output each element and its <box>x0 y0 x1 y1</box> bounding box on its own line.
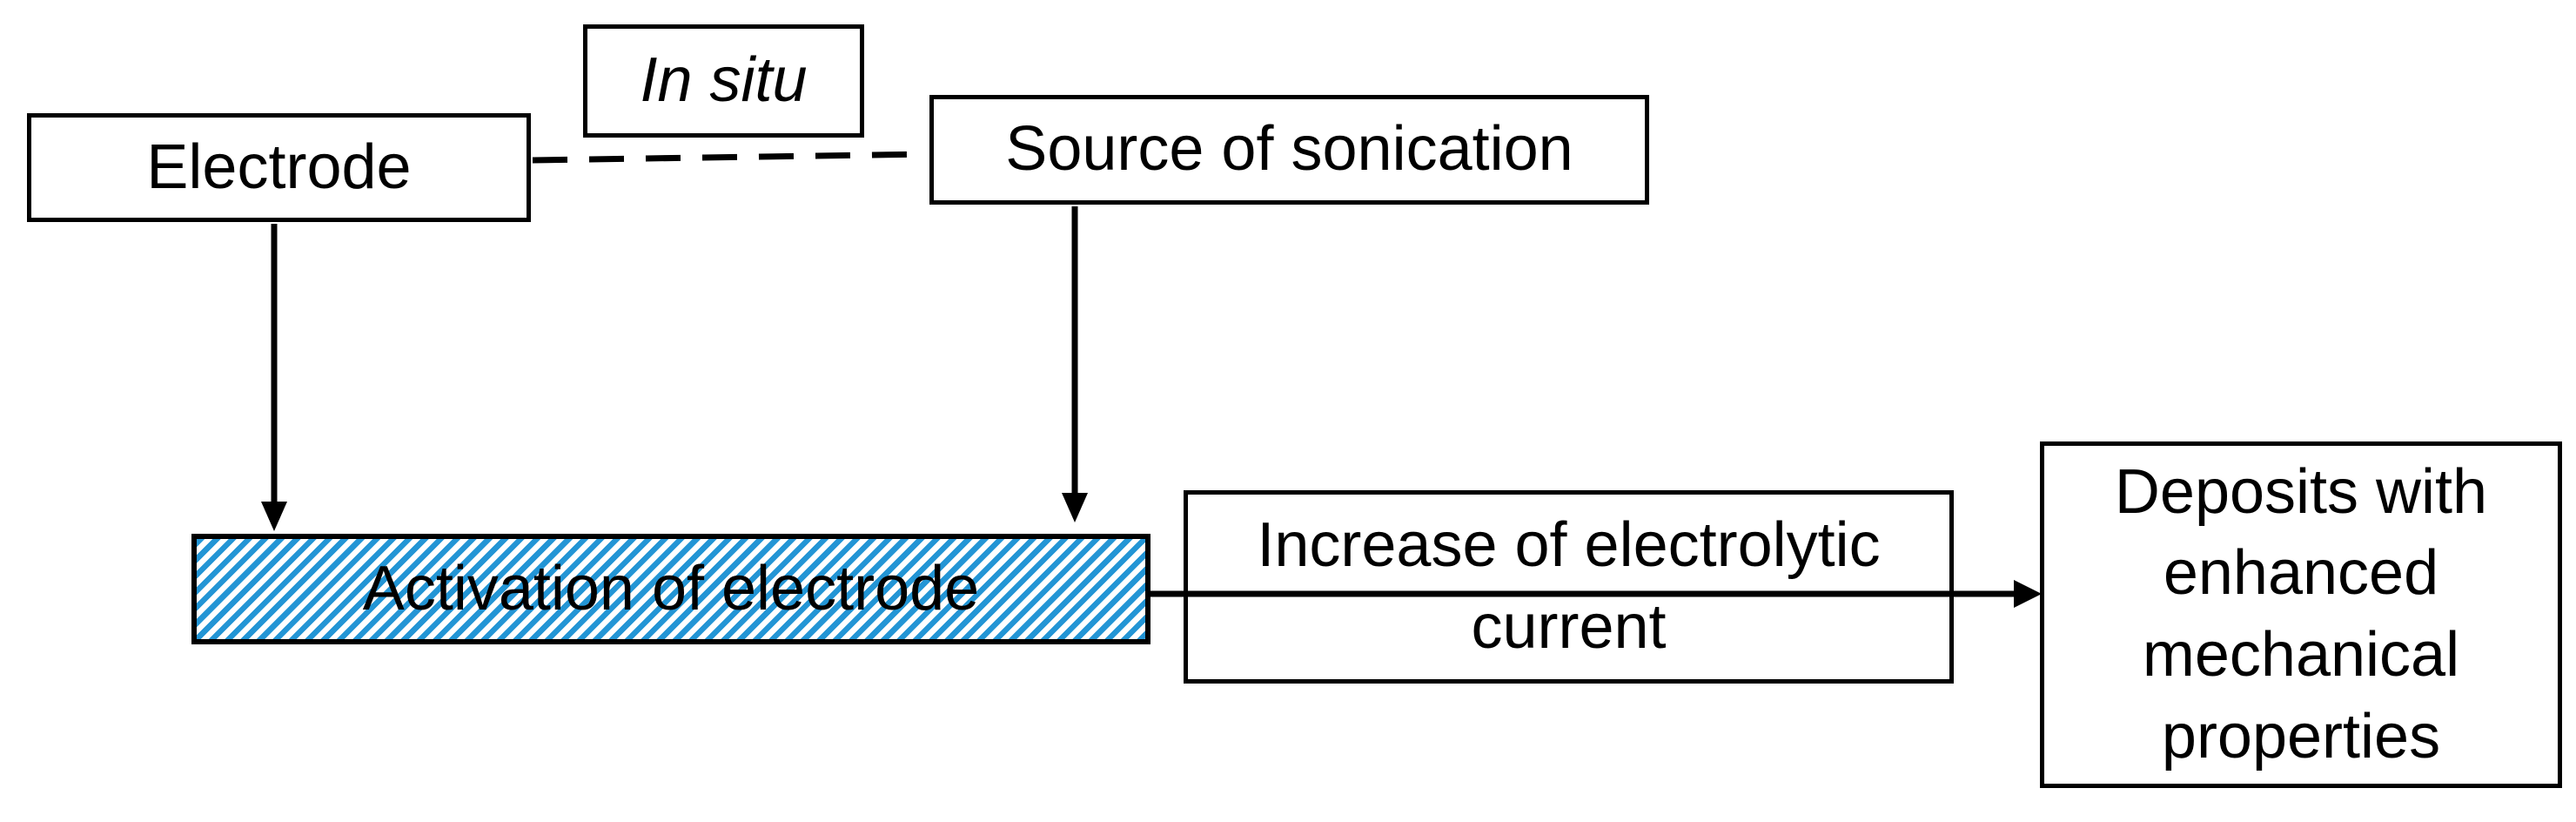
node-activation-of-electrode: Activation of electrode <box>191 534 1150 644</box>
arrow-activation-to-deposits-head <box>2014 580 2042 608</box>
node-source-of-sonication: Source of sonication <box>929 95 1649 205</box>
node-deposits-enhanced-properties: Deposits with enhanced mechanical proper… <box>2040 441 2562 788</box>
node-electrode: Electrode <box>27 113 531 222</box>
node-increase-of-electrolytic-current: Increase of electrolytic current <box>1184 490 1954 684</box>
node-activation-of-electrode-label: Activation of electrode <box>362 553 980 623</box>
node-in-situ: In situ <box>583 24 864 138</box>
node-in-situ-label: In situ <box>640 45 808 116</box>
node-increase-of-electrolytic-current-label: Increase of electrolytic current <box>1257 510 1881 662</box>
arrow-source-to-activation-head <box>1062 493 1088 522</box>
arrow-electrode-to-activation-head <box>261 502 287 531</box>
node-deposits-enhanced-properties-label: Deposits with enhanced mechanical proper… <box>2114 456 2488 771</box>
dashed-connector-electrode-source <box>532 151 929 164</box>
node-source-of-sonication-label: Source of sonication <box>1005 114 1573 185</box>
node-electrode-label: Electrode <box>146 131 412 202</box>
